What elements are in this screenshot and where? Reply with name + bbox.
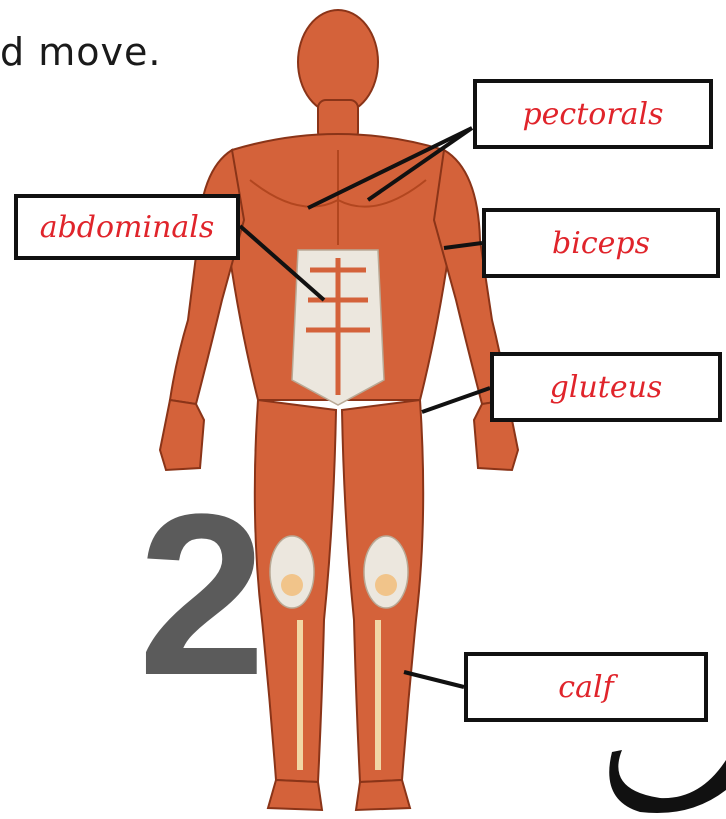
- knees: [270, 536, 408, 608]
- left-hand: [160, 400, 204, 470]
- label-abdominals: abdominals: [14, 194, 240, 260]
- right-foot: [356, 780, 410, 810]
- label-calf: calf: [464, 652, 708, 722]
- slide-number: 2: [138, 480, 266, 710]
- head: [298, 10, 378, 114]
- label-biceps: biceps: [482, 208, 720, 278]
- curved-arrow-icon: [609, 750, 726, 813]
- label-pectorals: pectorals: [473, 79, 713, 149]
- label-gluteus: gluteus: [490, 352, 722, 422]
- left-foot: [268, 780, 322, 810]
